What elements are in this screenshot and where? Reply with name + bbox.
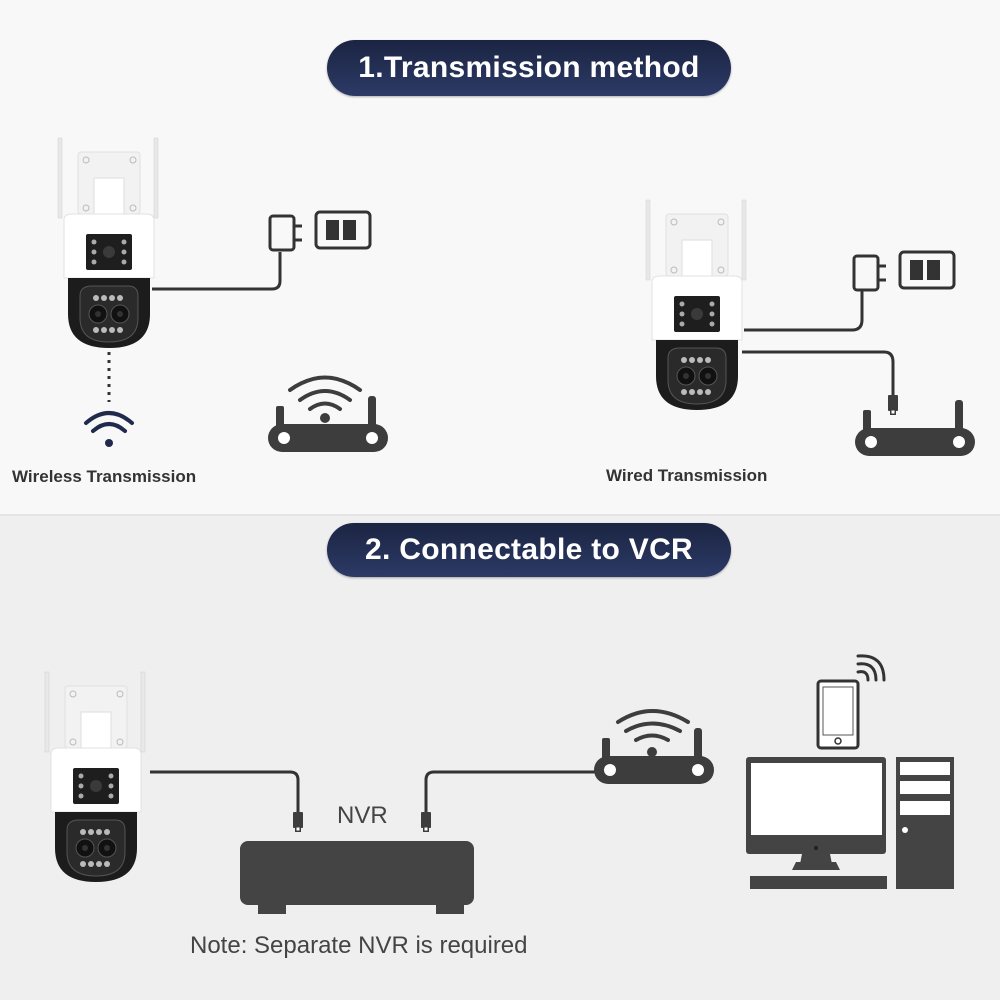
wireless-transmission-label: Wireless Transmission	[12, 467, 197, 486]
power-cable	[152, 252, 282, 291]
nvr-required-note: Note: Separate NVR is required	[190, 932, 528, 959]
desktop-computer-icon	[746, 757, 954, 889]
ethernet-cable	[742, 350, 895, 395]
camera-nvr	[44, 671, 146, 883]
camera-wireless	[57, 137, 159, 349]
wired-transmission-label: Wired Transmission	[606, 466, 768, 485]
nvr-device-icon	[240, 841, 474, 914]
nvr-to-router-cable	[424, 770, 600, 812]
wifi-icon	[84, 411, 134, 447]
ethernet-plug-icon	[293, 812, 303, 832]
power-adapter-icon	[268, 210, 372, 252]
router-icon	[594, 709, 714, 784]
power-cable	[744, 290, 864, 332]
ethernet-plug-icon	[888, 395, 898, 415]
camera-to-nvr-cable	[150, 770, 300, 812]
router-icon	[855, 400, 975, 456]
section-title-vcr: 2. Connectable to VCR	[327, 523, 731, 577]
power-adapter-icon	[852, 250, 956, 292]
camera-wired	[645, 199, 747, 411]
smartphone-icon	[816, 654, 886, 750]
ethernet-plug-icon	[421, 812, 431, 832]
nvr-label: NVR	[337, 802, 388, 829]
router-icon	[268, 375, 388, 452]
section-title-transmission: 1.Transmission method	[327, 40, 731, 96]
